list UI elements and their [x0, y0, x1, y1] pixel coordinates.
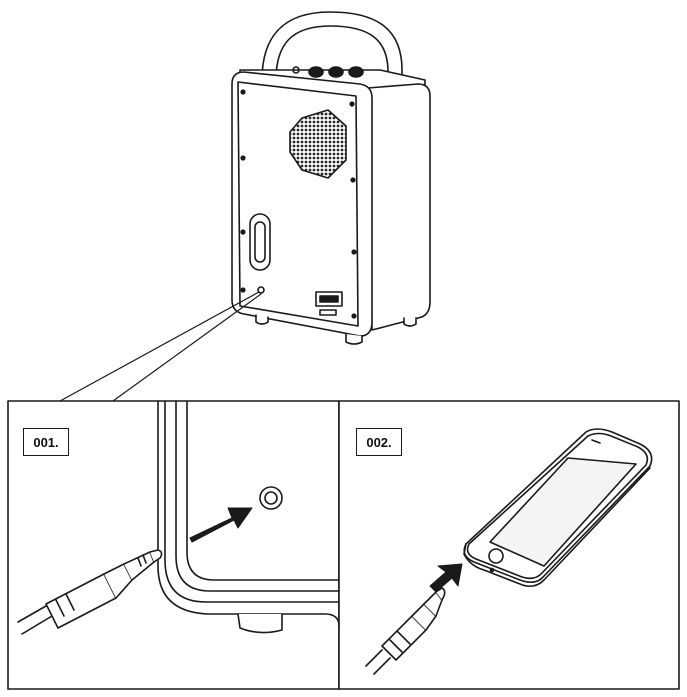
audio-cable-icon	[365, 587, 446, 675]
control-knobs	[292, 66, 364, 78]
smartphone-icon	[463, 428, 653, 588]
audio-cable-icon	[17, 549, 163, 635]
step-panel-002	[338, 400, 680, 690]
arrow-icon	[189, 507, 253, 543]
aux-jack-icon	[257, 286, 265, 294]
zoom-callout-lines	[59, 291, 262, 402]
speaker-icon	[231, 11, 431, 345]
speaker-grille	[289, 109, 347, 179]
aux-jack-socket	[259, 486, 283, 510]
step-label-001: 001.	[23, 428, 69, 456]
step-label-002: 002.	[356, 428, 402, 456]
